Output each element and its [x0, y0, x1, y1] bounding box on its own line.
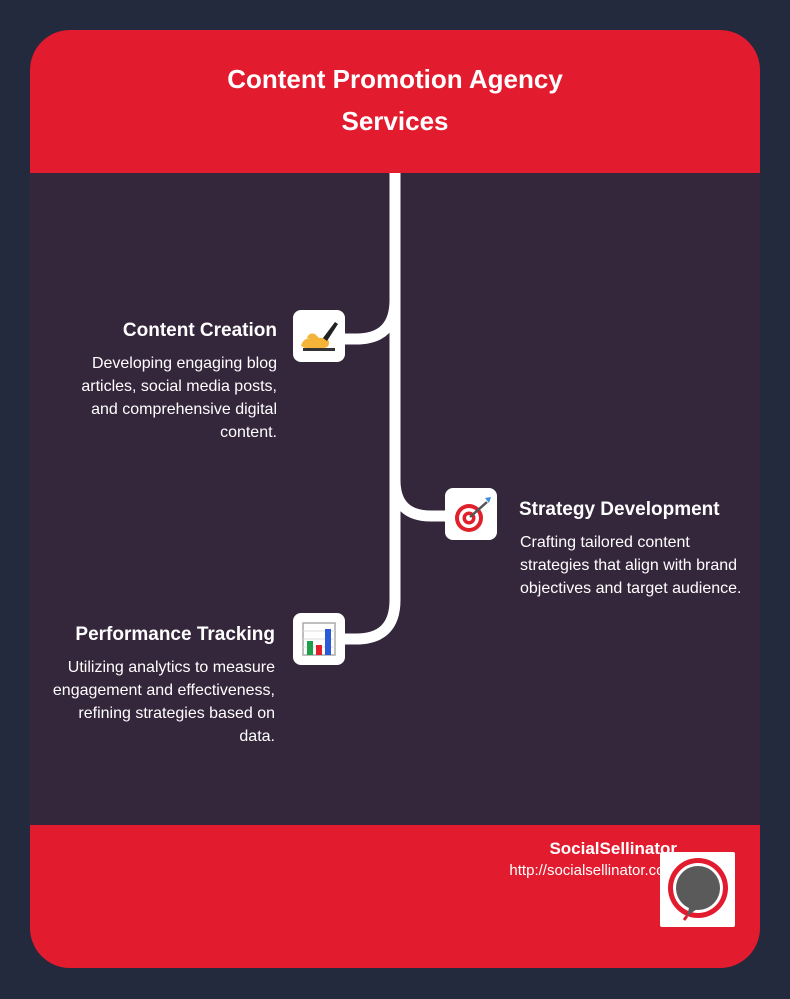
target-dart-icon: [455, 497, 491, 532]
performance-tracking-icon-box: [293, 613, 345, 665]
desc-line: objectives and target audience.: [520, 580, 742, 597]
desc-line: Crafting tailored content: [520, 534, 690, 551]
performance-tracking-title: Performance Tracking: [75, 624, 275, 645]
brand-url[interactable]: http://socialsellinator.com: [509, 862, 677, 879]
content-creation-icon-box: [293, 310, 345, 362]
page-title: Content Promotion Agency Services: [30, 58, 760, 142]
strategy-development-icon-box: [445, 488, 497, 540]
desc-line: Utilizing analytics to measure: [67, 659, 275, 676]
content-creation-description: Developing engaging blog articles, socia…: [17, 352, 277, 444]
desc-line: articles, social media posts,: [81, 378, 277, 395]
desc-line: refining strategies based on: [78, 705, 275, 722]
desc-line: Developing engaging blog: [91, 355, 277, 372]
header-band: Content Promotion Agency Services: [30, 30, 760, 173]
writing-hand-icon: [301, 322, 338, 351]
desc-line: engagement and effectiveness,: [52, 682, 275, 699]
footer-band: [30, 825, 760, 968]
desc-line: content.: [220, 424, 277, 441]
performance-tracking-description: Utilizing analytics to measure engagemen…: [15, 656, 275, 748]
brand-name: SocialSellinator: [549, 839, 677, 858]
content-creation-title: Content Creation: [122, 320, 277, 341]
brand-logo: [660, 852, 735, 927]
title-line-1: Content Promotion Agency: [227, 64, 563, 94]
title-line-2: Services: [341, 106, 449, 136]
desc-line: and comprehensive digital: [91, 401, 277, 418]
strategy-development-title: Strategy Development: [519, 499, 720, 520]
speech-bubble-logo-icon: [668, 858, 728, 921]
bar-chart-icon: [302, 622, 336, 656]
strategy-development-description: Crafting tailored content strategies tha…: [520, 531, 760, 600]
desc-line: strategies that align with brand: [520, 557, 738, 574]
desc-line: data.: [239, 728, 275, 745]
